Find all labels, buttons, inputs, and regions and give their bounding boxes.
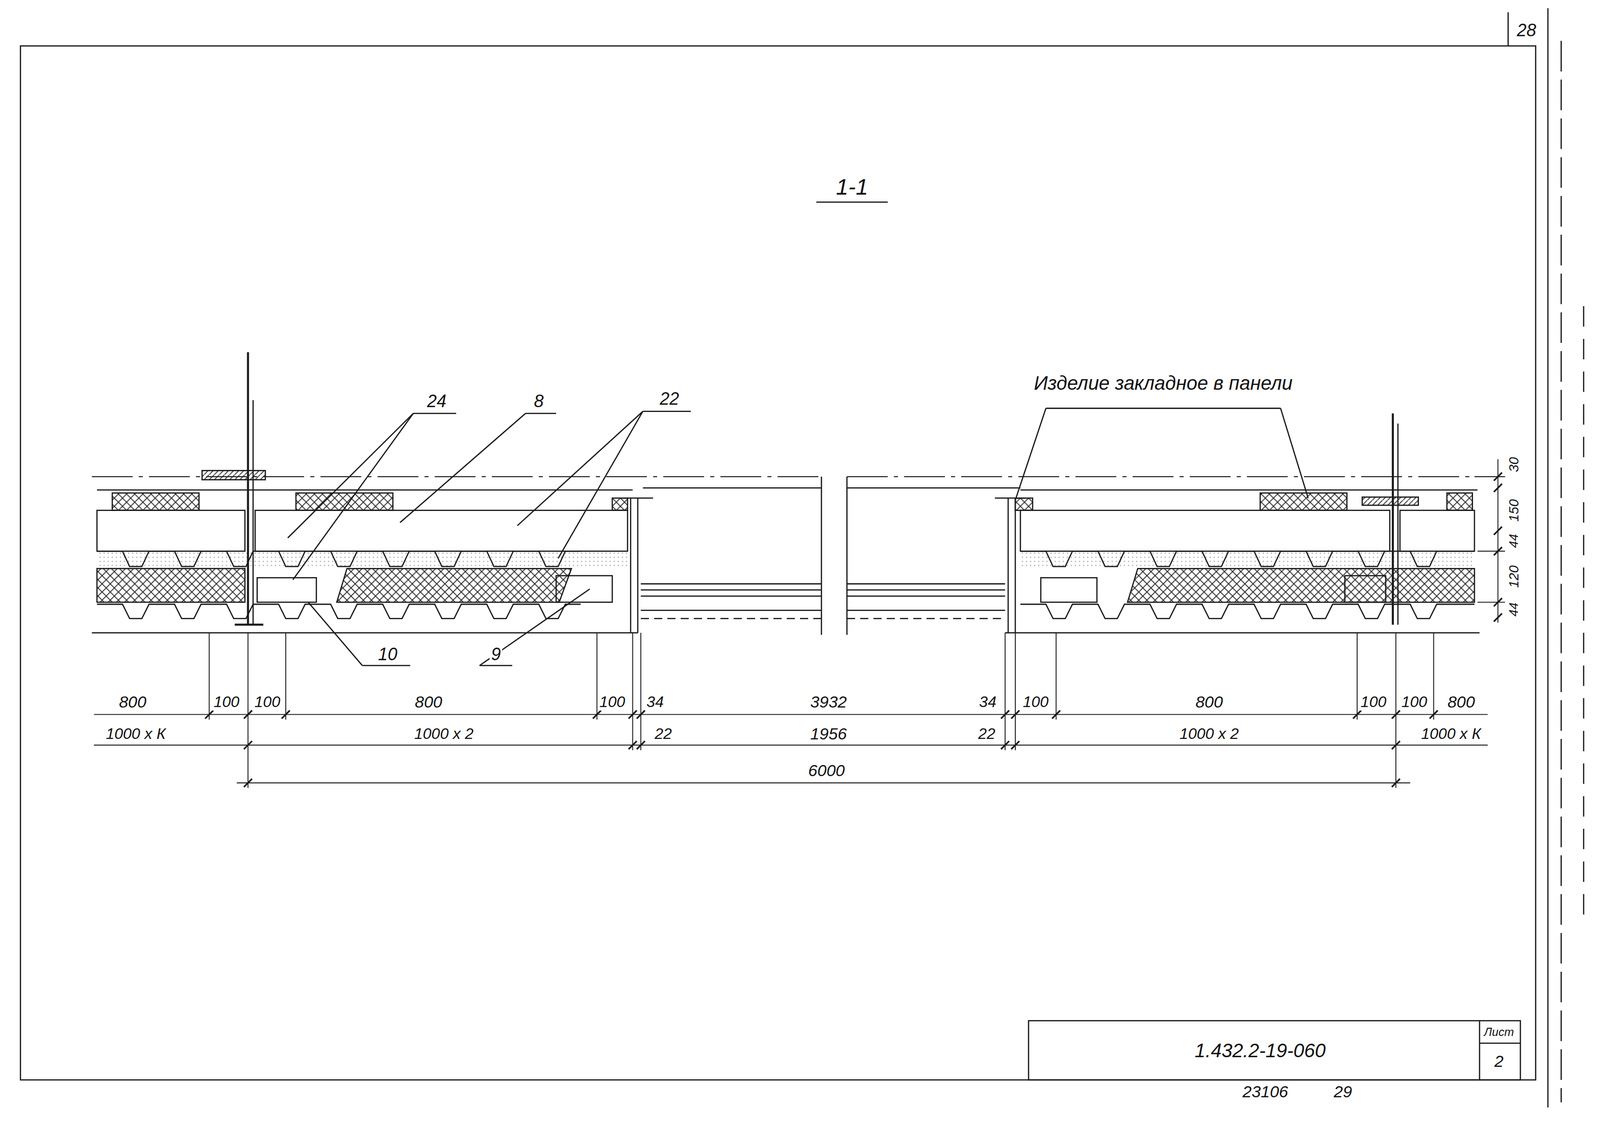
dimension-value: 1000 x 2 — [1178, 725, 1241, 743]
sheet-caption: Лист — [1482, 1025, 1516, 1038]
archive-number: 23106 — [1240, 1083, 1290, 1101]
sheet-number: 2 — [1492, 1052, 1505, 1070]
dimension-value: 800 — [1193, 693, 1225, 711]
note-label: Изделие закладное в панели — [1031, 372, 1295, 393]
dimension-value: 800 — [413, 693, 444, 711]
dimension-value: 44 — [1507, 600, 1521, 618]
dimension-value: 100 — [1359, 693, 1388, 711]
callout-number: 9 — [489, 645, 503, 664]
dimension-value: 34 — [977, 693, 998, 711]
dimension-value: 800 — [1445, 693, 1477, 711]
dimension-value: 3932 — [808, 693, 849, 711]
dimension-value: 1000 x К — [104, 725, 168, 743]
dimension-value: 120 — [1507, 563, 1522, 590]
dimension-value: 150 — [1507, 497, 1522, 523]
document-code: 1.432.2-19-060 — [1193, 1039, 1328, 1061]
dimension-value: 22 — [653, 725, 674, 743]
dimension-value: 44 — [1507, 532, 1521, 550]
page-number: 29 — [1332, 1083, 1354, 1101]
dimension-value: 100 — [252, 693, 282, 711]
dimension-value: 1956 — [808, 725, 849, 743]
dimension-value: 22 — [976, 725, 997, 743]
dimension-value: 1000 x 2 — [412, 725, 476, 743]
dimension-value: 100 — [1021, 693, 1051, 711]
dimension-value: 30 — [1507, 455, 1522, 474]
callout-number: 22 — [658, 389, 681, 408]
dimension-value: 1000 x К — [1419, 725, 1483, 743]
sheet-number: 28 — [1515, 21, 1538, 40]
dimension-value: 6000 — [806, 761, 847, 780]
section-title: 1-1 — [834, 175, 870, 199]
callout-number: 24 — [425, 392, 449, 411]
callout-number: 8 — [532, 392, 546, 411]
dimension-value: 100 — [597, 693, 627, 711]
dimension-value: 100 — [211, 693, 241, 711]
dimension-value: 800 — [117, 693, 148, 711]
dimension-value: 34 — [645, 693, 666, 711]
dimension-value: 100 — [1400, 693, 1429, 711]
callout-number: 10 — [376, 645, 399, 664]
